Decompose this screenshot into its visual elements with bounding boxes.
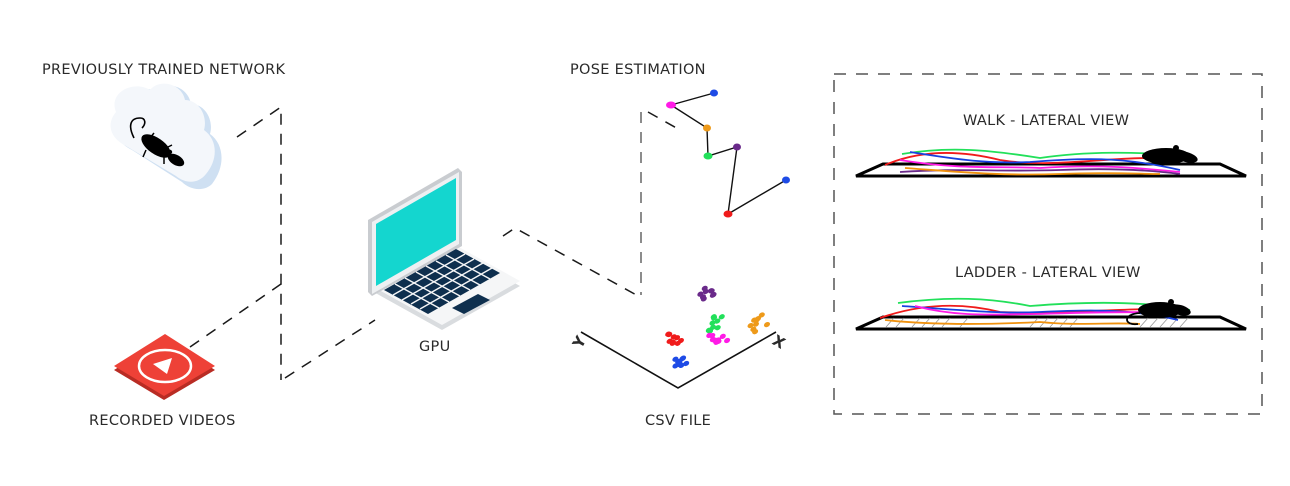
cluster-point xyxy=(750,326,757,332)
cluster-point xyxy=(701,285,708,291)
csv-axes xyxy=(580,331,777,389)
trajectory-magenta xyxy=(899,159,1181,173)
label-ladder-lateral-view: LADDER - LATERAL VIEW xyxy=(955,265,1141,281)
trajectory-orange xyxy=(904,167,1161,176)
ladder-trajectories xyxy=(879,297,1191,325)
keypoint-orange xyxy=(703,124,711,132)
cluster-point xyxy=(752,321,759,327)
connector-video xyxy=(189,283,282,348)
keypoint-purple xyxy=(733,143,741,151)
ladder-rung xyxy=(1059,317,1069,328)
keypoint-blue-top xyxy=(710,89,718,97)
cluster-point xyxy=(670,334,677,340)
cluster-point xyxy=(763,321,771,328)
cloud-network-icon xyxy=(110,83,222,190)
label-recorded-videos: RECORDED VIDEOS xyxy=(89,413,236,429)
label-previously-trained-network: PREVIOUSLY TRAINED NETWORK xyxy=(42,62,286,78)
cluster-point xyxy=(719,333,726,339)
connector-cloud xyxy=(236,105,282,380)
cluster-green xyxy=(705,314,725,334)
cluster-red xyxy=(665,331,684,346)
keyboard xyxy=(384,249,500,314)
connector-pose-diag xyxy=(647,111,681,131)
cluster-point xyxy=(709,292,716,298)
cluster-orange xyxy=(747,312,771,335)
keypoint-green xyxy=(703,152,713,160)
label-walk-lateral-view: WALK - LATERAL VIEW xyxy=(963,113,1130,129)
keypoint-blue-bottom xyxy=(782,176,790,184)
trajectory-orange xyxy=(884,319,1141,325)
cluster-point xyxy=(753,317,760,323)
trajectory-green xyxy=(897,297,1191,311)
video-tile-icon xyxy=(114,334,215,400)
walk-trajectories xyxy=(884,148,1196,176)
label-pose-estimation: POSE ESTIMATION xyxy=(570,62,706,78)
cluster-point xyxy=(700,296,707,302)
csv-plot xyxy=(580,285,777,389)
cluster-point xyxy=(709,320,716,326)
cluster-point xyxy=(674,340,681,346)
ladder-rung xyxy=(1069,317,1079,328)
label-gpu: GPU xyxy=(419,339,451,355)
walk-mouse-icon xyxy=(1142,145,1198,164)
cluster-purple xyxy=(697,285,717,302)
cluster-point xyxy=(718,314,725,320)
cluster-blue xyxy=(672,355,690,369)
cluster-point xyxy=(714,325,721,331)
pose-skeleton xyxy=(666,89,790,218)
trajectory-magenta xyxy=(914,305,1171,316)
cluster-point xyxy=(669,339,676,345)
mouse-icon xyxy=(129,117,185,167)
cluster-point xyxy=(705,327,712,333)
cluster-point xyxy=(713,339,720,345)
ladder-rung xyxy=(1179,317,1189,328)
ladder-rung xyxy=(931,317,941,328)
ladder-rung xyxy=(1149,317,1159,328)
connector-gpu-right xyxy=(502,227,641,298)
ladder-rung xyxy=(895,317,905,328)
cluster-point xyxy=(758,312,765,318)
laptop-gpu-icon xyxy=(368,168,520,330)
label-csv-file: CSV FILE xyxy=(645,413,712,429)
connector-gpu-left xyxy=(284,319,376,379)
cluster-point xyxy=(714,318,721,324)
gait-panel-frame xyxy=(833,73,1263,415)
ladder-rung xyxy=(959,317,969,328)
cluster-point xyxy=(711,315,718,321)
cluster-point xyxy=(683,360,690,367)
trackpad xyxy=(452,294,490,314)
cluster-point xyxy=(680,355,687,361)
cluster-point xyxy=(665,331,672,337)
ladder-rung xyxy=(885,317,895,328)
cluster-magenta xyxy=(706,332,731,345)
ladder-mouse-icon xyxy=(1126,299,1191,326)
connectors xyxy=(189,105,681,380)
trajectory-blue xyxy=(909,151,1181,171)
ladder-rung xyxy=(1139,317,1149,328)
cluster-point xyxy=(724,337,731,344)
keypoint-magenta xyxy=(666,101,676,109)
cluster-point xyxy=(709,333,716,339)
keypoint-red xyxy=(723,210,733,218)
laptop-screen xyxy=(376,178,456,286)
cluster-point xyxy=(676,361,683,367)
ladder-rung xyxy=(941,317,951,328)
cluster-point xyxy=(747,322,754,329)
ladder-rung xyxy=(1159,317,1169,328)
play-icon xyxy=(153,358,172,374)
